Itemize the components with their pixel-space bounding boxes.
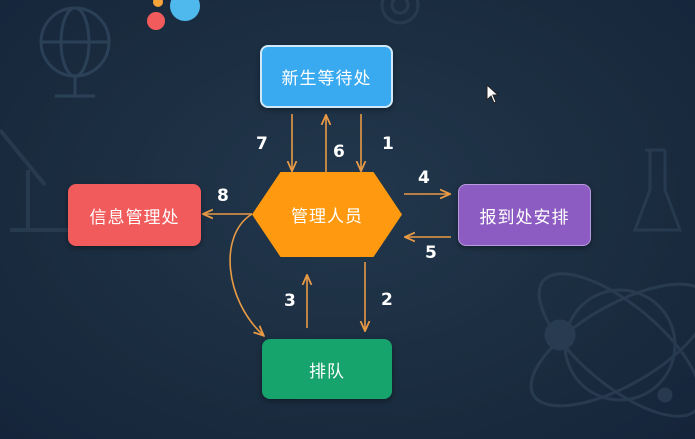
deco-microscope-icon [0,128,70,232]
deco-atom-icon [529,272,695,418]
step-label-4: 4 [418,168,430,188]
queue-node: 排队 [262,339,392,399]
step-label-2: 2 [381,290,393,310]
step-label-3: 3 [284,291,296,311]
step-label-5: 5 [425,243,437,263]
mouse-cursor-icon [486,84,500,104]
step-label-1: 1 [382,134,394,154]
deco-globe-icon [39,6,111,98]
waiting-area-node: 新生等待处 [260,45,393,108]
report-arrangement-node: 报到处安排 [458,184,591,246]
step-label-8: 8 [217,186,229,206]
deco-bubble-blue [170,0,200,21]
deco-bubble-orange [153,0,163,7]
deco-gear-icon [380,0,420,25]
deco-bubble-red [147,12,165,30]
step-label-7: 7 [256,134,268,154]
admin-node: 管理人员 [252,172,402,257]
info-office-node: 信息管理处 [68,184,201,246]
arrow-admin-to-queue [229,213,263,335]
step-label-6: 6 [333,142,345,162]
deco-flask-icon [632,148,683,232]
